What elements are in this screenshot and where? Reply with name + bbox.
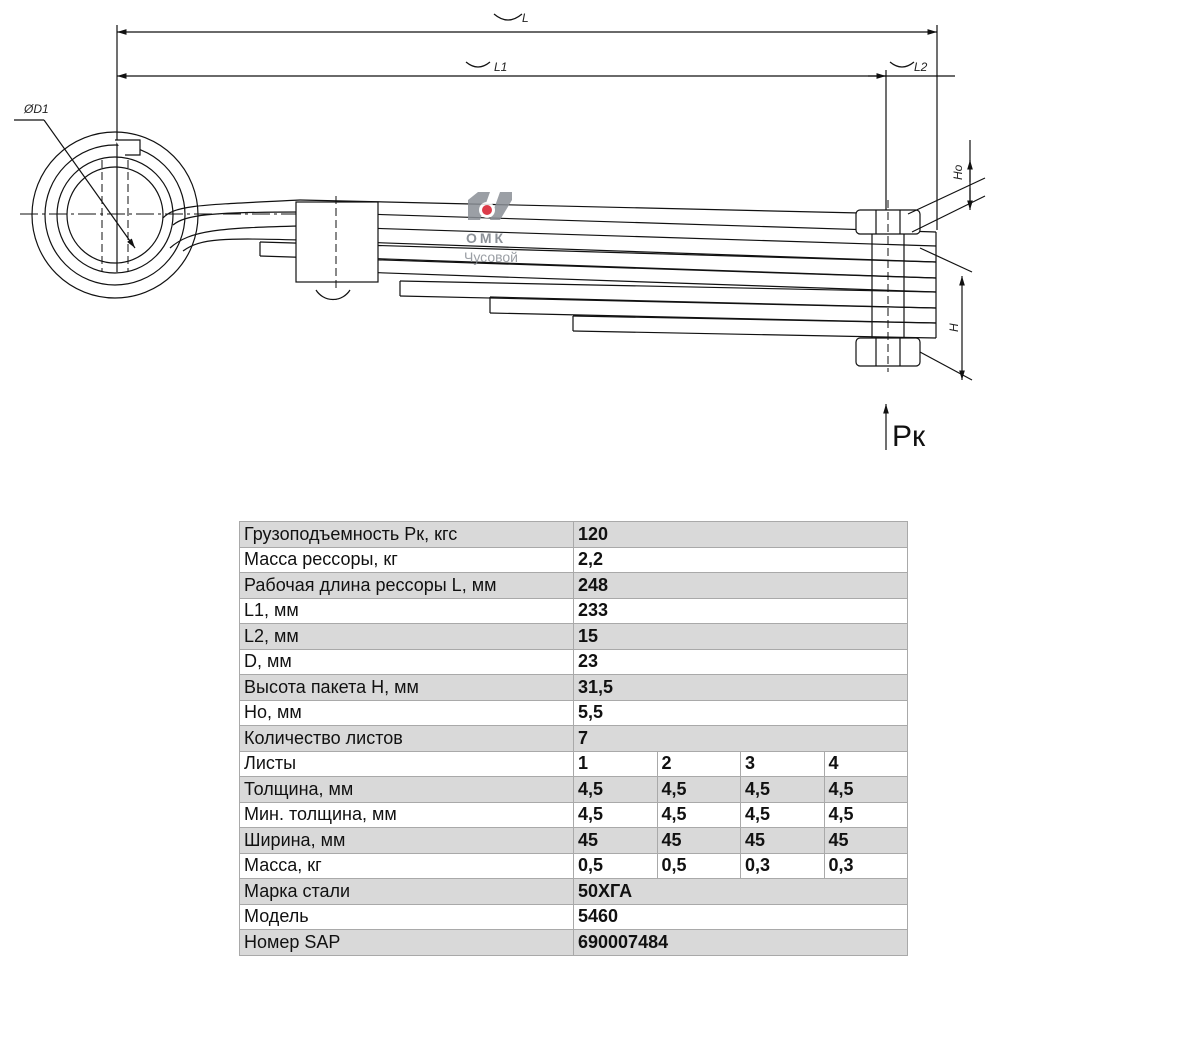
row-value: 690007484	[572, 929, 909, 956]
table-row: Модель 5460	[239, 903, 909, 930]
leaf-cell: 4,5	[823, 801, 909, 828]
row-value: 2,2	[572, 546, 909, 573]
row-label: Масса рессоры, кг	[239, 546, 574, 573]
leaf-cell: 0,3	[823, 852, 909, 879]
table-row: Грузоподъемность Pк, кгс 120	[239, 521, 909, 548]
table-row: L2, мм 15	[239, 623, 909, 650]
row-label: Мин. толщина, мм	[239, 801, 574, 828]
spring-eye-bore	[66, 166, 164, 264]
leaf-cell: 4,5	[573, 801, 658, 828]
table-row: D, мм 23	[239, 648, 909, 675]
leaf-cell: 1	[573, 750, 658, 777]
row-value: 120	[572, 521, 909, 548]
table-row: Ho, мм 5,5	[239, 699, 909, 726]
leaf-cell: 4,5	[573, 776, 658, 803]
spring-eye-outer	[31, 131, 199, 299]
leaf-cell: 0,5	[656, 852, 741, 879]
dim-label-Ho: Ho	[951, 164, 965, 180]
dim-label-L: L	[522, 11, 529, 25]
leaf-cell: 3	[740, 750, 825, 777]
leaf-cell: 4	[823, 750, 909, 777]
logo-main-text: ОМК	[466, 230, 506, 246]
leaf-cell: 45	[656, 827, 741, 854]
leaf-cell: 45	[573, 827, 658, 854]
row-label: Высота пакета H, мм	[239, 674, 574, 701]
row-label: Модель	[239, 903, 574, 930]
row-value: 248	[572, 572, 909, 599]
leaf-cell: 4,5	[656, 776, 741, 803]
leaf-cell: 4,5	[740, 801, 825, 828]
dim-label-L1: L1	[494, 60, 507, 74]
logo-sub-text: Чусовой	[464, 249, 518, 265]
dim-label-L2: L2	[914, 60, 928, 74]
row-label: Номер SAP	[239, 929, 574, 956]
table-row: Мин. толщина, мм 4,5 4,5 4,5 4,5	[239, 801, 909, 828]
row-label: Масса, кг	[239, 852, 574, 879]
leaf-cell: 0,3	[740, 852, 825, 879]
table-row: Масса рессоры, кг 2,2	[239, 546, 909, 573]
row-value: 5460	[572, 903, 909, 930]
table-row: Толщина, мм 4,5 4,5 4,5 4,5	[239, 776, 909, 803]
row-label: L1, мм	[239, 597, 574, 624]
table-row: Высота пакета H, мм 31,5	[239, 674, 909, 701]
row-label: Рабочая длина рессоры L, мм	[239, 572, 574, 599]
leaf-cell: 4,5	[656, 801, 741, 828]
load-label: Pк	[892, 420, 926, 453]
row-label: D, мм	[239, 648, 574, 675]
table-row: Масса, кг 0,5 0,5 0,3 0,3	[239, 852, 909, 879]
table-row: Количество листов 7	[239, 725, 909, 752]
omk-logo: ОМК Чусовой	[464, 192, 518, 265]
table-row: Марка стали 50ХГА	[239, 878, 909, 905]
table-row: Рабочая длина рессоры L, мм 248	[239, 572, 909, 599]
row-label: Количество листов	[239, 725, 574, 752]
row-value: 15	[572, 623, 909, 650]
leaf-cell: 2	[656, 750, 741, 777]
row-label: Ho, мм	[239, 699, 574, 726]
dim-line-D1	[43, 119, 136, 249]
spring-clamp	[295, 201, 379, 283]
row-value: 233	[572, 597, 909, 624]
dim-label-H: H	[947, 323, 961, 332]
table-row: Ширина, мм 45 45 45 45	[239, 827, 909, 854]
leaf-spring-drawing: L L1 L2 ØD1 Ho H Pк ОМК Чусовой	[14, 11, 986, 453]
row-label: Толщина, мм	[239, 776, 574, 803]
table-row: L1, мм 233	[239, 597, 909, 624]
row-label: Листы	[239, 750, 574, 777]
row-label: Марка стали	[239, 878, 574, 905]
dim-label-D1: ØD1	[23, 102, 49, 116]
row-value: 23	[572, 648, 909, 675]
row-value: 5,5	[572, 699, 909, 726]
row-value: 31,5	[572, 674, 909, 701]
table-row: Листы 1 2 3 4	[239, 750, 909, 777]
leaf-cell: 45	[823, 827, 909, 854]
table-row: Номер SAP 690007484	[239, 929, 909, 956]
leaf-cell: 4,5	[823, 776, 909, 803]
row-label: L2, мм	[239, 623, 574, 650]
row-label: Грузоподъемность Pк, кгс	[239, 521, 574, 548]
leaf-cell: 4,5	[740, 776, 825, 803]
spec-table: Грузоподъемность Pк, кгс 120 Масса рессо…	[239, 521, 909, 956]
leaf-cell: 0,5	[573, 852, 658, 879]
leaf-cell: 45	[740, 827, 825, 854]
bolt-nut-top	[855, 209, 921, 235]
row-value: 50ХГА	[572, 878, 909, 905]
row-label: Ширина, мм	[239, 827, 574, 854]
row-value: 7	[572, 725, 909, 752]
